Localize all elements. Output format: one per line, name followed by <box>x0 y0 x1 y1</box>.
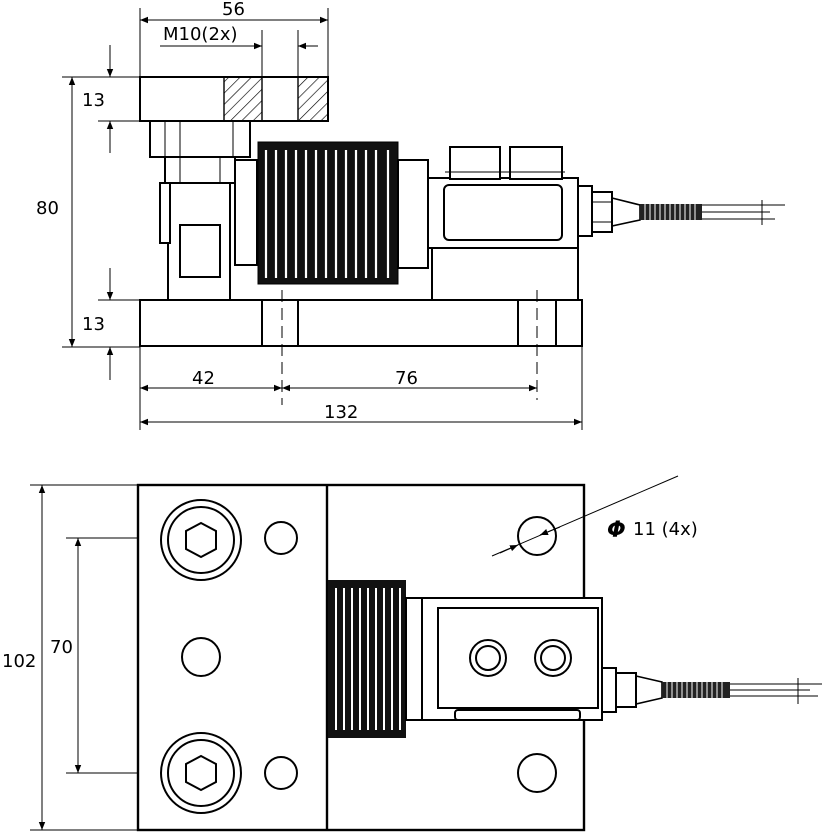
hex-bolt-top <box>160 499 242 581</box>
dim-13-bottom-label: 13 <box>82 314 105 335</box>
dimension-76: 76 <box>282 368 537 392</box>
dimension-13-top: 13 <box>82 45 140 153</box>
hex-bolt-bottom <box>160 732 242 814</box>
cable-gland <box>577 185 785 237</box>
housing-top <box>421 597 603 721</box>
side-view: 56 M10(2x) <box>36 0 785 430</box>
mounting-hole <box>517 753 557 793</box>
dim-13-top-label: 13 <box>82 90 105 111</box>
dim-132-label: 132 <box>324 402 358 423</box>
hole <box>181 637 221 677</box>
dimension-132: 132 <box>140 402 582 426</box>
dimension-80: 80 <box>36 76 140 348</box>
dim-102-label: 102 <box>2 651 36 672</box>
dim-80-label: 80 <box>36 198 59 219</box>
hole <box>264 756 298 790</box>
bellows-top <box>328 580 423 738</box>
dim-56-label: 56 <box>222 0 245 20</box>
dim-70-label: 70 <box>50 637 73 658</box>
bellows <box>234 141 429 285</box>
dimension-102: 102 <box>2 484 138 831</box>
electronics-housing <box>427 146 579 301</box>
top-view: Φ 11 (4x) 102 70 <box>2 475 822 832</box>
dimension-56: 56 <box>139 0 329 76</box>
dimension-70: 70 <box>50 537 138 774</box>
hole <box>264 521 298 555</box>
dimension-42: 42 <box>140 368 282 392</box>
dimension-m10: M10(2x) <box>160 24 318 76</box>
dim-m10-label: M10(2x) <box>163 24 238 45</box>
mounting-hole <box>517 516 557 556</box>
dimension-13-bottom: 13 <box>82 268 140 380</box>
dim-hole-label: 11 (4x) <box>633 519 698 540</box>
cable-gland-top <box>601 667 822 713</box>
dim-42-label: 42 <box>192 368 215 389</box>
base-plate <box>139 299 583 347</box>
phi-symbol: Φ <box>607 518 626 543</box>
hole-callout: Φ 11 (4x) <box>491 475 698 557</box>
dim-76-label: 76 <box>395 368 418 389</box>
